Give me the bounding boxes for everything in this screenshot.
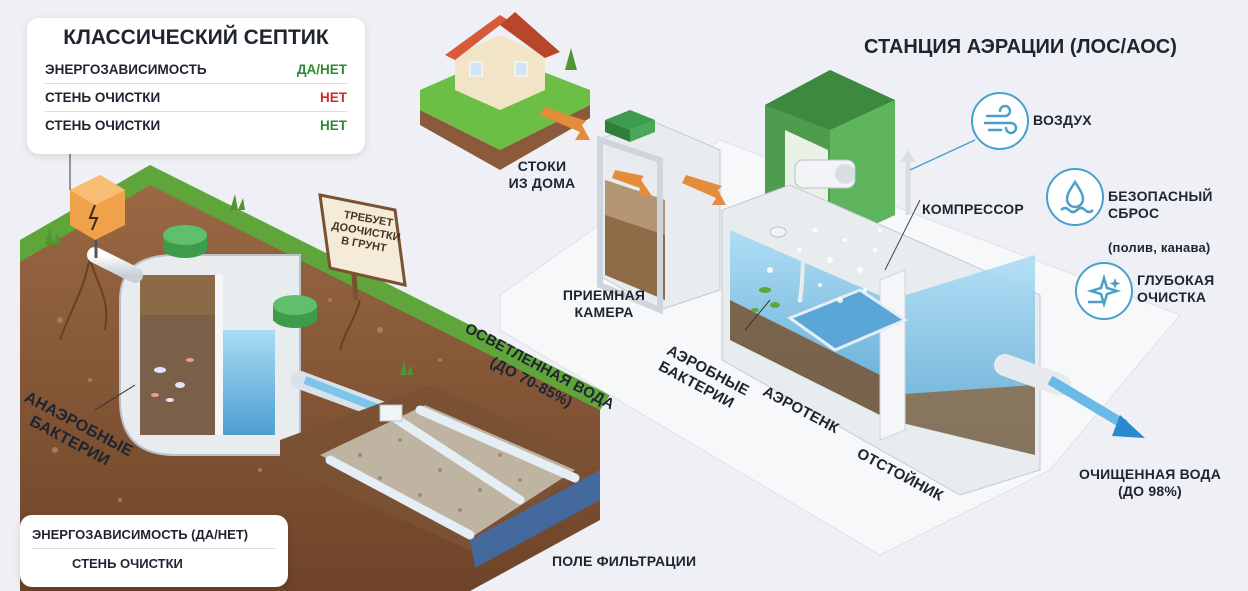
label-line: СТОКИ: [517, 158, 567, 174]
receiving-chamber-label: ПРИЕМНАЯ КАМЕРА: [556, 287, 652, 321]
grass-tufts: [45, 194, 413, 375]
row-label: ЭНЕРГОЗАВИСИМОСТЬ: [45, 62, 207, 77]
classic-septic-card: КЛАССИЧЕСКИЙ СЕПТИК ЭНЕРГОЗАВИСИМОСТЬ ДА/…: [27, 18, 365, 154]
sparkle-icon-svg: [1086, 273, 1122, 309]
aerotank: [721, 184, 1041, 496]
classic-rows: ЭНЕРГОЗАВИСИМОСТЬ ДА/НЕТ СТЕНЬ ОЧИСТКИ НЕТ…: [45, 56, 347, 139]
aerobic-pointer: [744, 299, 771, 331]
classic-row: СТЕНЬ ОЧИСТКИ НЕТ: [45, 84, 347, 112]
sparkle-icon: [1075, 262, 1133, 320]
water-drop-icon-svg: [1060, 179, 1094, 214]
clean-water-label: ОЧИЩЕННАЯ ВОДА (ДО 98%): [1070, 466, 1230, 500]
anaerobic-pointer: [94, 384, 136, 411]
air-pointer: [909, 139, 976, 171]
water-drop-icon: [1046, 168, 1104, 226]
sign-board: [318, 193, 407, 301]
feature-safe-discharge-label: БЕЗОПАСНЫЙ СБРОС (полив, канава): [1108, 171, 1213, 273]
label-line: ИЗ ДОМА: [508, 175, 576, 191]
legend-card: ЭНЕРГОЗАВИСИМОСТЬ (ДА/НЕТ) СТЕНЬ ОЧИСТКИ: [20, 515, 288, 587]
row-value: НЕТ: [320, 118, 347, 133]
sewage-label: СТОКИ ИЗ ДОМА: [507, 158, 577, 192]
row-value: НЕТ: [320, 90, 347, 105]
electric-box: [69, 150, 125, 258]
compressor-label: КОМПРЕССОР: [922, 201, 1024, 217]
row-value: ДА/НЕТ: [296, 62, 347, 77]
arrow-from-house: [540, 107, 590, 140]
label-line: БЕЗОПАСНЫЙ СБРОС: [1108, 188, 1213, 221]
legend-cleaning-label: СТЕНЬ ОЧИСТКИ: [72, 556, 183, 571]
arrow-to-aerotank: [682, 175, 726, 205]
label-line: (ДО 98%): [1118, 483, 1182, 499]
feature-air-label: ВОЗДУХ: [1033, 112, 1092, 128]
station-outlet-pipe: [994, 354, 1145, 438]
house: [420, 12, 590, 170]
classic-septic-title: КЛАССИЧЕСКИЙ СЕПТИК: [63, 26, 329, 49]
legend-energy-label: ЭНЕРГОЗАВИСИМОСТЬ (ДА/НЕТ): [32, 521, 276, 549]
classic-row: СТЕНЬ ОЧИСТКИ НЕТ: [45, 112, 347, 139]
row-label: СТЕНЬ ОЧИСТКИ: [45, 90, 161, 105]
classic-row: ЭНЕРГОЗАВИСИМОСТЬ ДА/НЕТ: [45, 56, 347, 84]
receiving-chamber: [597, 110, 721, 315]
wind-icon-svg: [983, 104, 1018, 135]
feature-deep-cleaning-label: ГЛУБОКАЯ ОЧИСТКА: [1137, 272, 1215, 305]
compressor-pointer: [884, 199, 921, 271]
wind-icon: [971, 92, 1029, 150]
septic-tank: [87, 225, 317, 456]
station-title: СТАНЦИЯ АЭРАЦИИ (ЛОС/АОС): [864, 36, 1177, 58]
label-line: ПРИЕМНАЯ: [562, 287, 646, 303]
filtration-field: [280, 385, 600, 568]
label-line: ОЧИЩЕННАЯ ВОДА: [1078, 466, 1222, 482]
label-line: КАМЕРА: [574, 304, 634, 320]
row-label: СТЕНЬ ОЧИСТКИ: [45, 118, 161, 133]
filter-field-label: ПОЛЕ ФИЛЬТРАЦИИ: [552, 553, 697, 569]
feature-sub-label: (полив, канава): [1108, 240, 1211, 255]
